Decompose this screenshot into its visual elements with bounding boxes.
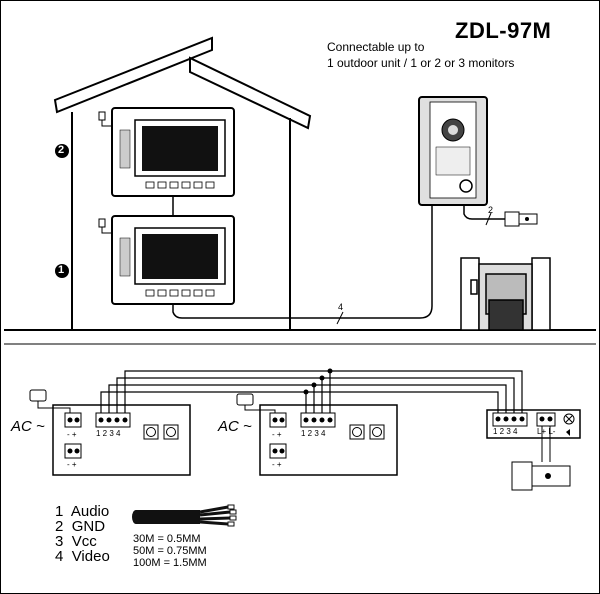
house-outline	[53, 36, 312, 330]
lock-terminal-label: L+ L-	[537, 427, 556, 436]
wire-spec-30m: 30M = 0.5MM	[133, 533, 201, 545]
ac-label-1: AC ~	[11, 418, 45, 435]
outdoor-unit	[418, 96, 488, 206]
power-adapter-2	[236, 393, 276, 413]
power-pm-3: - +	[272, 430, 282, 439]
marker-1	[55, 264, 69, 278]
marker-2-label: 2	[58, 144, 65, 156]
model-title: ZDL-97M	[455, 18, 552, 43]
lock-bottom	[511, 461, 571, 491]
cable-count-2: 2	[488, 205, 494, 215]
legend-video: 4 Video	[55, 548, 110, 565]
power-pm-1: - +	[67, 430, 77, 439]
gate	[460, 257, 551, 331]
cable-monitor-outdoor	[172, 205, 433, 319]
caption-line-2: 1 outdoor unit / 1 or 2 or 3 monitors	[327, 56, 515, 70]
terminal-numbers-2: 1 2 3 4	[301, 429, 326, 438]
legend-audio: 1 Audio	[55, 503, 110, 520]
power-adapter-1	[29, 389, 71, 413]
power-pm-4: - +	[272, 460, 282, 469]
wire-spec-100m: 100M = 1.5MM	[133, 557, 207, 569]
ac-label-2: AC ~	[218, 418, 252, 435]
terminal-numbers-1: 1 2 3 4	[96, 429, 121, 438]
legend-vcc: 3 Vcc	[55, 533, 97, 550]
caption-line-1: Connectable up to	[327, 40, 425, 54]
monitor-2	[98, 107, 235, 197]
wire-spec-50m: 50M = 0.75MM	[133, 545, 207, 557]
cable-count-4: 4	[338, 302, 344, 312]
marker-2	[55, 144, 69, 158]
monitor-1	[98, 215, 235, 305]
legend-gnd: 2 GND	[55, 518, 106, 535]
power-pm-2: - +	[67, 460, 77, 469]
cable-illustration	[132, 504, 237, 527]
terminal-numbers-outdoor: 1 2 3 4	[493, 427, 518, 436]
lock-top	[504, 211, 538, 227]
marker-1-label: 1	[58, 264, 65, 276]
